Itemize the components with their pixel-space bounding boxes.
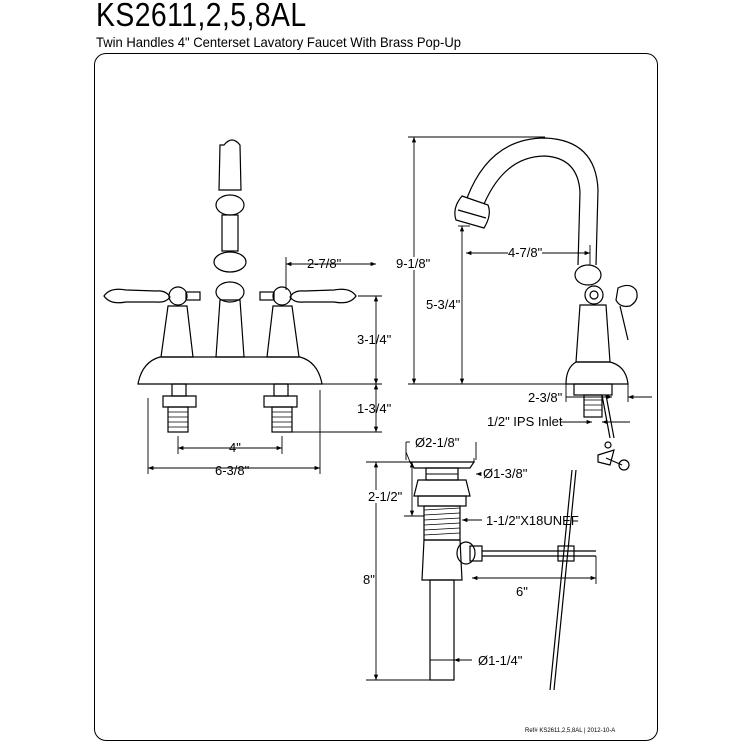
dim-5-3-4-label: 5-3/4" <box>426 297 461 312</box>
drawing-title: KS2611,2,5,8AL <box>96 0 307 33</box>
thread-label: 1-1/2"X18UNEF <box>486 513 579 528</box>
dia-1-3-8-label: Ø1-3/8" <box>483 466 528 481</box>
dim-8-label: 8" <box>363 572 375 587</box>
drawing-subtitle: Twin Handles 4" Centerset Lavatory Fauce… <box>96 34 462 50</box>
dim-6-label: 6" <box>516 584 528 599</box>
dim-2-3-8-label: 2-3/8" <box>528 390 563 405</box>
dia-1-1-4-label: Ø1-1/4" <box>478 653 523 668</box>
front-view-faucet <box>103 139 357 433</box>
dim-9-1-8-label: 9-1/8" <box>396 256 431 271</box>
dim-3-1-4-label: 3-1/4" <box>357 332 392 347</box>
dim-2-1-2-label: 2-1/2" <box>368 489 403 504</box>
drawing-sheet-border <box>94 53 658 741</box>
dim-4-label: 4" <box>229 440 241 455</box>
dia-2-1-8-label: Ø2-1/8" <box>415 435 460 450</box>
dim-1-3-4-label: 1-3/4" <box>357 401 392 416</box>
dim-6-3-8-label: 6-3/8" <box>215 463 250 478</box>
front-view-dimensions <box>147 257 382 474</box>
dim-2-7-8-label: 2-7/8" <box>307 256 342 271</box>
side-view-dimensions <box>408 136 652 425</box>
inlet-label: 1/2" IPS Inlet <box>487 414 563 429</box>
reference-code: Ref# KS2611,2,5,8AL | 2012-10-A <box>525 728 616 734</box>
dim-4-7-8-label: 4-7/8" <box>508 245 543 260</box>
